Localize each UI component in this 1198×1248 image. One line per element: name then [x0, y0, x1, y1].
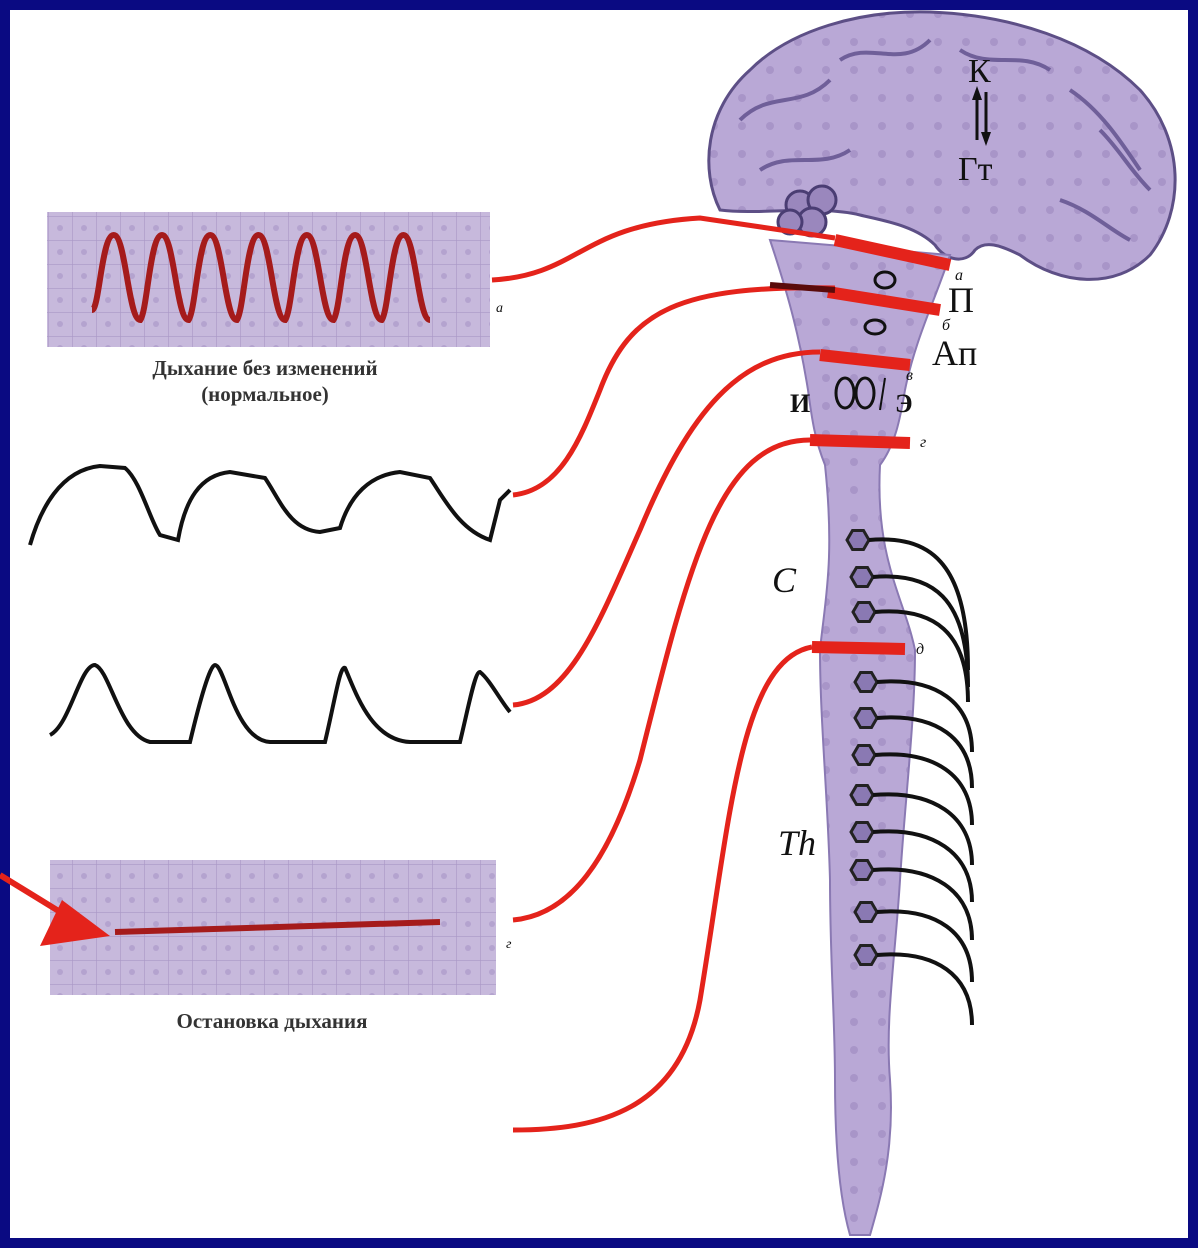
stop-caption: Остановка дыхания: [177, 1009, 368, 1033]
inspiratory-label: И: [790, 389, 810, 418]
motoneuron-icon: [851, 568, 873, 587]
cut-letter-a: а: [955, 267, 963, 284]
motoneuron-icon: [855, 903, 877, 922]
apneustic-label: Ап: [932, 333, 977, 373]
cut-line-d: [812, 647, 905, 649]
record-stop-letter: г: [506, 937, 512, 952]
cut-line-g: [810, 440, 910, 443]
cervical-label: C: [772, 560, 797, 600]
hypothalamus-label: Гт: [958, 151, 993, 188]
normal-caption-line1: Дыхание без изменений: [152, 356, 377, 380]
motoneuron-icon: [851, 823, 873, 842]
motoneuron-icon: [853, 746, 875, 765]
cut-letter-g: г: [920, 434, 926, 451]
motoneuron-icon: [853, 603, 875, 622]
normal-caption-line2: (нормальное): [201, 382, 329, 406]
cut-letter-d: д: [916, 641, 924, 658]
pons-label: П: [948, 280, 974, 320]
thoracic-label: Th: [778, 823, 816, 863]
motoneuron-icon: [851, 861, 873, 880]
motoneuron-icon: [855, 946, 877, 965]
record-normal-letter: а: [496, 301, 503, 316]
cortex-label: К: [968, 53, 991, 90]
expiratory-label: Э: [895, 389, 913, 418]
cut-letter-b: б: [942, 317, 951, 334]
motoneuron-icon: [855, 673, 877, 692]
motoneuron-icon: [855, 709, 877, 728]
motoneuron-icon: [847, 531, 869, 550]
motoneuron-icon: [851, 786, 873, 805]
cut-letter-v: в: [906, 367, 913, 384]
